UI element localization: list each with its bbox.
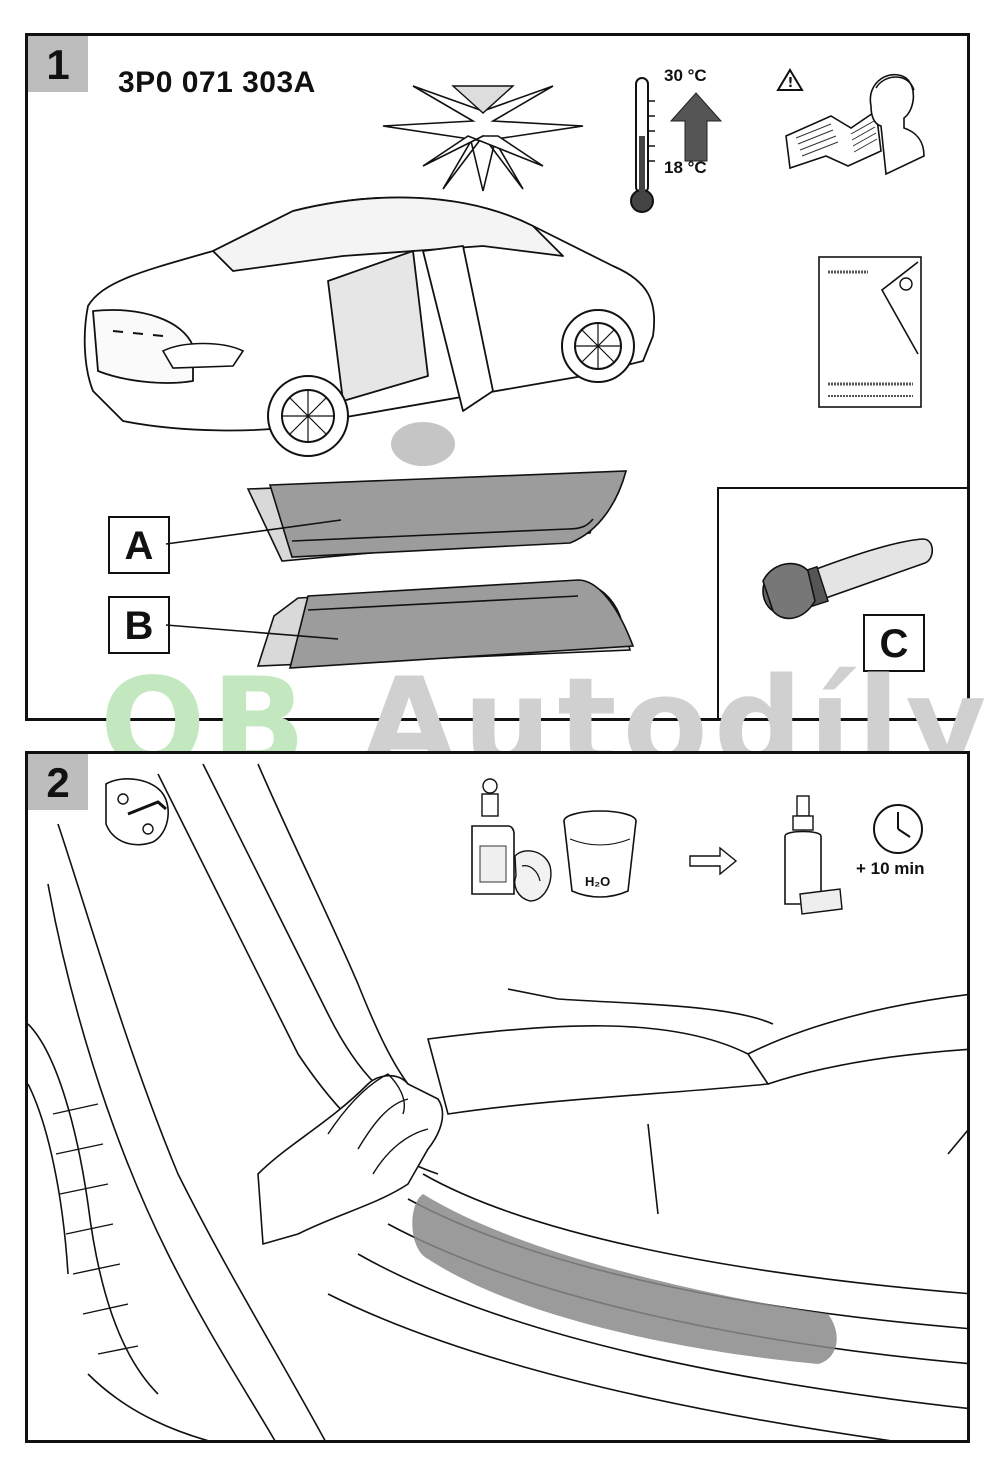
warning-read-manual-icon: !: [776, 68, 925, 176]
leader-line-a: [165, 519, 342, 545]
temperature-rise-arrow-icon: [669, 92, 723, 162]
label-c: C: [863, 614, 925, 672]
door-sill-illustration: [28, 763, 967, 1440]
timer-label: + 10 min: [856, 859, 925, 878]
temp-low-label: 18 °C: [664, 158, 707, 177]
step-number: 2: [28, 754, 88, 810]
label-a: A: [108, 516, 170, 574]
sill-strip-b: [256, 579, 635, 669]
sill-strip-a: [246, 470, 628, 562]
door-striker-icon: [105, 778, 169, 846]
cloth-icon: [514, 850, 552, 902]
tool-frame-lines: [717, 487, 967, 718]
temp-high-label: 30 °C: [664, 66, 707, 85]
svg-text:!: !: [788, 76, 794, 91]
clock-icon: [873, 804, 923, 854]
thermometer-icon: [630, 77, 655, 213]
water-bucket-icon: [563, 810, 637, 898]
cleaner-bottle-icon: [471, 778, 515, 895]
label-b: B: [108, 596, 170, 654]
car-illustration: [83, 196, 656, 466]
sun-warning-icon: [382, 85, 584, 192]
step-number: 1: [28, 36, 88, 92]
roller-tool-icon: [762, 538, 934, 620]
instruction-sheet-icon: [818, 256, 922, 408]
part-number: 3P0 071 303A: [118, 66, 316, 99]
arrow-right-icon: [689, 846, 738, 876]
step-1-panel: 1 3P0 071 303A 30 °C 18 °C !: [25, 33, 970, 721]
step-2-panel: 2: [25, 751, 970, 1443]
spray-bottle-icon: [784, 795, 843, 915]
h2o-label: H₂O: [585, 874, 611, 889]
leader-line-b: [165, 624, 339, 640]
